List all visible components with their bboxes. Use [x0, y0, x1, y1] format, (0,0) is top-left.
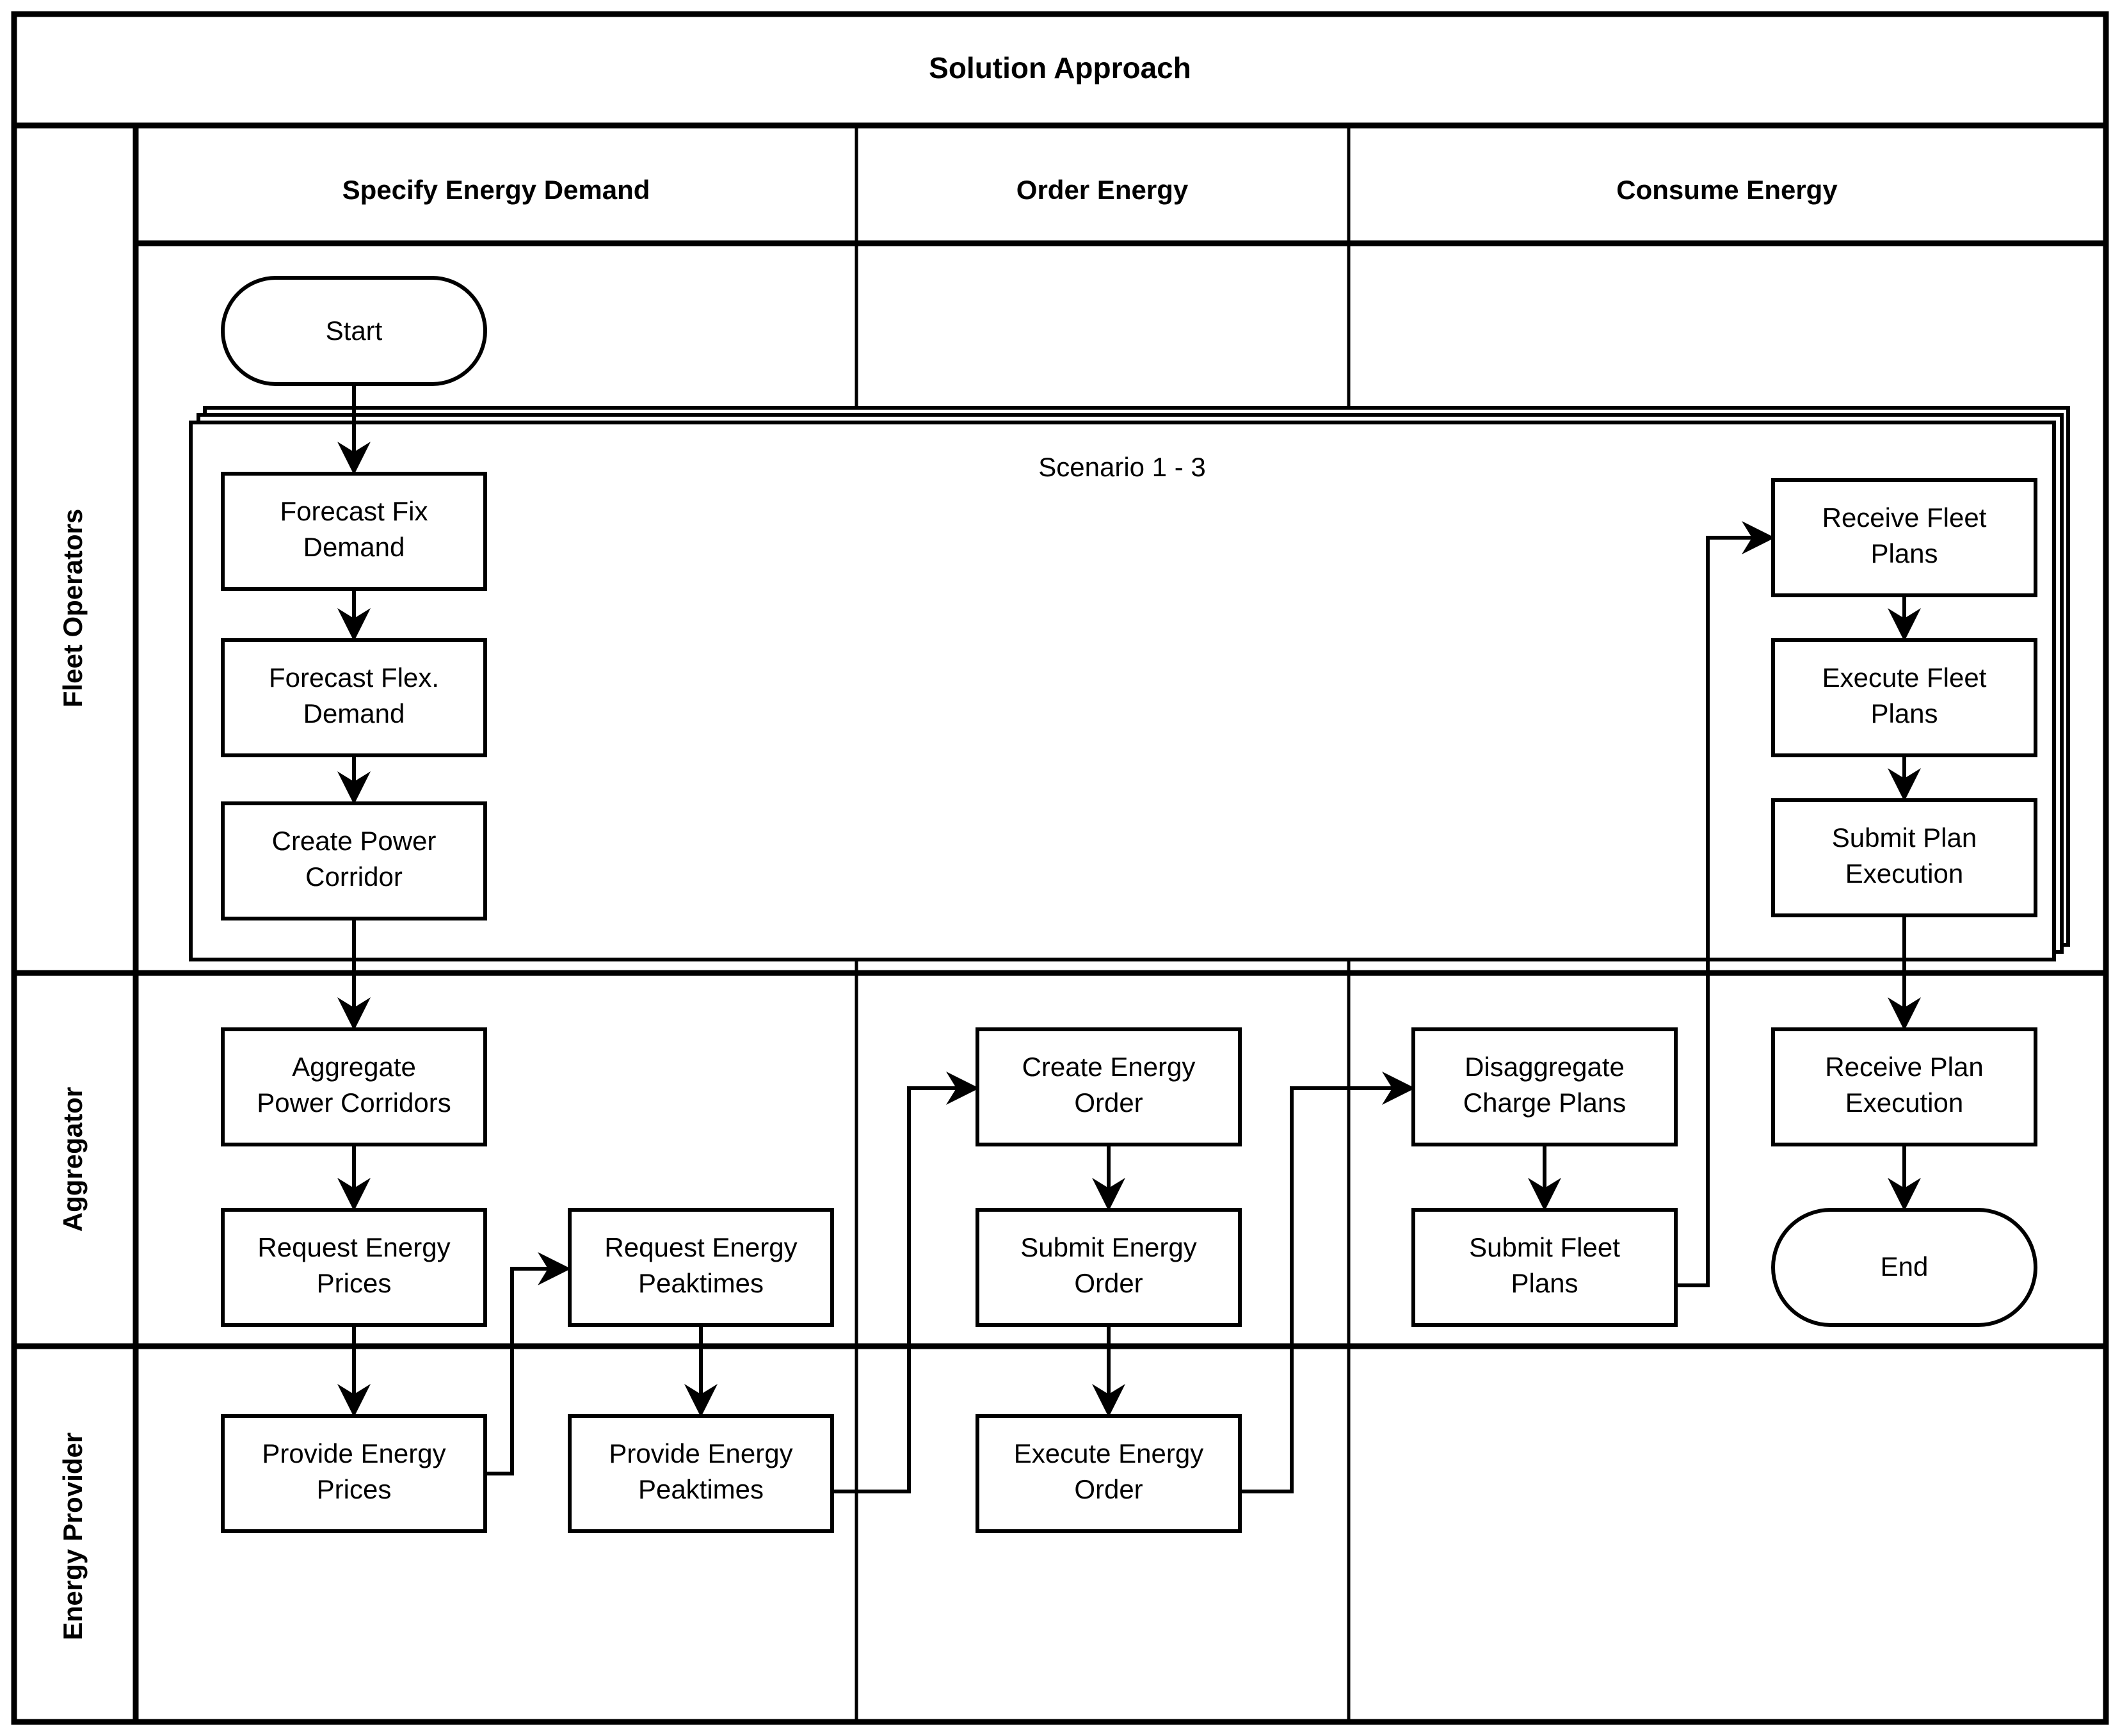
task-request-energy-prices-line-1: Request Energy — [257, 1232, 450, 1262]
flow-submit-plan-execution-to-receive-plan-execution — [1888, 915, 1921, 1031]
lane-label-aggregator: Aggregator — [58, 1087, 88, 1232]
flow-start-to-forecast-fix-demand — [337, 384, 371, 475]
flow-receive-fleet-plans-to-execute-fleet-plans — [1888, 595, 1921, 641]
task-execute-energy-order[interactable] — [976, 1414, 1242, 1533]
task-receive-fleet-plans-line-2: Plans — [1870, 538, 1938, 568]
task-create-power-corridor-line-1: Create Power — [272, 826, 437, 856]
task-aggregate-power-corridors-line-1: Aggregate — [292, 1052, 416, 1082]
task-provide-energy-peaktimes-line-2: Peaktimes — [638, 1474, 764, 1504]
task-create-energy-order-line-2: Order — [1074, 1088, 1143, 1118]
flow-create-power-corridor-to-aggregate — [337, 919, 371, 1031]
task-receive-fleet-plans-line-1: Receive Fleet — [1822, 502, 1987, 533]
task-provide-energy-peaktimes-line-1: Provide Energy — [609, 1438, 792, 1468]
task-disaggregate-charge-plans-line-2: Charge Plans — [1463, 1088, 1626, 1118]
pool-frame — [11, 11, 2109, 1725]
flow-forecast-fix-to-forecast-flex — [337, 589, 371, 641]
task-forecast-flex-demand[interactable] — [221, 638, 487, 757]
task-aggregate-power-corridors-line-2: Power Corridors — [257, 1088, 451, 1118]
task-execute-energy-order-line-2: Order — [1074, 1474, 1143, 1504]
task-request-energy-peaktimes-line-1: Request Energy — [604, 1232, 797, 1262]
task-request-energy-prices-line-2: Prices — [317, 1268, 392, 1298]
task-forecast-fix-demand-line-1: Forecast Fix — [280, 496, 428, 526]
task-provide-energy-prices-line-2: Prices — [317, 1474, 392, 1504]
task-execute-fleet-plans-line-2: Plans — [1870, 698, 1938, 728]
task-create-energy-order-line-1: Create Energy — [1022, 1052, 1196, 1082]
task-forecast-fix-demand-line-2: Demand — [303, 532, 405, 562]
lane-label-energy-provider: Energy Provider — [58, 1433, 88, 1640]
start-event-label: Start — [326, 316, 383, 346]
task-provide-energy-prices[interactable] — [221, 1414, 487, 1533]
task-disaggregate-charge-plans-line-1: Disaggregate — [1465, 1052, 1625, 1082]
task-submit-fleet-plans-line-2: Plans — [1511, 1268, 1578, 1298]
phase-header-specify: Specify Energy Demand — [342, 175, 650, 205]
task-request-energy-prices[interactable] — [221, 1208, 487, 1327]
task-create-energy-order[interactable] — [976, 1027, 1242, 1146]
task-provide-energy-prices-line-1: Provide Energy — [262, 1438, 446, 1468]
flow-submit-energy-order-to-execute-energy-order — [1092, 1325, 1125, 1417]
task-forecast-fix-demand[interactable] — [221, 472, 487, 591]
flow-disaggregate-charge-plans-to-submit-fleet-plans — [1528, 1145, 1561, 1211]
flow-request-energy-peaktimes-to-provide-energy-peaktimes — [684, 1325, 718, 1417]
scenario-subprocess[interactable] — [189, 421, 2056, 961]
flow-create-energy-order-to-submit-energy-order — [1092, 1145, 1125, 1211]
task-submit-fleet-plans[interactable] — [1411, 1208, 1678, 1327]
task-submit-energy-order[interactable] — [976, 1208, 1242, 1327]
flow-execute-energy-order-to-disaggregate-charge-plans — [1240, 1072, 1415, 1493]
flow-provide-energy-peaktimes-to-create-energy-order — [832, 1072, 979, 1493]
flow-forecast-flex-to-create-power-corridor — [337, 755, 371, 805]
lane-label-fleet-operators: Fleet Operators — [58, 509, 88, 707]
flow-provide-energy-prices-to-request-energy-peaktimes — [485, 1252, 571, 1475]
task-create-power-corridor-line-2: Corridor — [305, 862, 403, 892]
task-receive-fleet-plans[interactable] — [1771, 478, 2037, 597]
task-execute-energy-order-line-1: Execute Energy — [1014, 1438, 1204, 1468]
task-execute-fleet-plans[interactable] — [1771, 638, 2037, 757]
task-create-power-corridor[interactable] — [221, 801, 487, 920]
task-execute-fleet-plans-line-1: Execute Fleet — [1822, 663, 1987, 693]
task-request-energy-peaktimes-line-2: Peaktimes — [638, 1268, 764, 1298]
task-submit-plan-execution-line-1: Submit Plan — [1832, 823, 1977, 853]
task-request-energy-peaktimes[interactable] — [568, 1208, 834, 1327]
task-receive-plan-execution[interactable] — [1771, 1027, 2037, 1146]
task-forecast-flex-demand-line-2: Demand — [303, 698, 405, 728]
task-submit-fleet-plans-line-1: Submit Fleet — [1469, 1232, 1620, 1262]
task-receive-plan-execution-line-1: Receive Plan — [1825, 1052, 1983, 1082]
task-submit-energy-order-line-1: Submit Energy — [1020, 1232, 1196, 1262]
task-submit-plan-execution-line-2: Execution — [1845, 858, 1963, 888]
flow-aggregate-to-request-energy-prices — [337, 1145, 371, 1211]
task-submit-plan-execution[interactable] — [1771, 798, 2037, 917]
phase-header-order: Order Energy — [1016, 175, 1189, 205]
task-receive-plan-execution-line-2: Execution — [1845, 1088, 1963, 1118]
task-provide-energy-peaktimes[interactable] — [568, 1414, 834, 1533]
end-event-label: End — [1881, 1251, 1929, 1282]
phase-header-consume: Consume Energy — [1616, 175, 1838, 205]
task-submit-energy-order-line-2: Order — [1074, 1268, 1143, 1298]
flow-request-energy-prices-to-provide-energy-prices — [337, 1325, 371, 1417]
pool-title: Solution Approach — [929, 51, 1191, 84]
task-disaggregate-charge-plans[interactable] — [1411, 1027, 1678, 1146]
flow-receive-plan-execution-to-end — [1888, 1145, 1921, 1211]
task-forecast-flex-demand-line-1: Forecast Flex. — [269, 663, 439, 693]
flow-submit-fleet-plans-to-receive-fleet-plans — [1676, 521, 1775, 1287]
scenario-label: Scenario 1 - 3 — [1038, 452, 1205, 482]
flow-execute-fleet-plans-to-submit-plan-execution — [1888, 755, 1921, 801]
task-aggregate-power-corridors[interactable] — [221, 1027, 487, 1146]
